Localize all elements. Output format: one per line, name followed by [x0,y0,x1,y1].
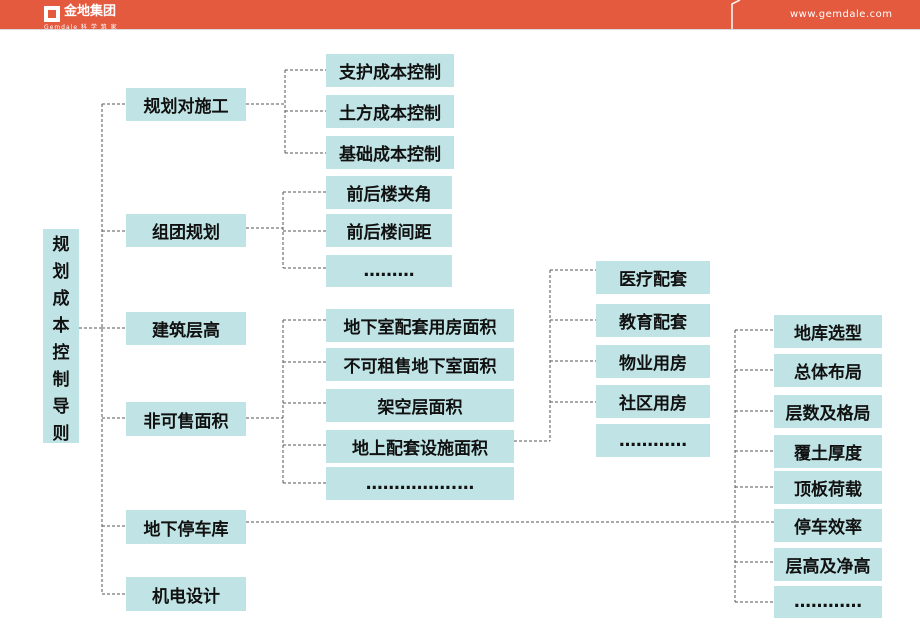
node-building-spacing: 前后楼间距 [326,214,452,247]
node-support-cost: 支护成本控制 [326,54,454,87]
root-char: 导 [52,397,70,417]
header-bar: 金地集团 Gemdale 科 学 筑 家 www.gemdale.com [0,0,920,31]
node-floors-layout: 层数及格局 [774,395,882,428]
node-education-facility: 教育配套 [596,304,710,337]
header-background [0,0,920,30]
root-char: 制 [52,370,70,390]
node-building-angle: 前后楼夹角 [326,176,452,209]
node-parking-efficiency: 停车效率 [774,509,882,542]
root-char: 划 [52,262,70,282]
node-parking-more: ………… [774,586,882,618]
node-earthwork-cost: 土方成本控制 [326,95,454,128]
logo-name: 金地集团 [64,4,117,19]
node-mep-design: 机电设计 [126,577,246,611]
node-unsellable-basement-area: 不可租售地下室面积 [326,348,514,381]
node-floor-height: 建筑层高 [126,312,246,345]
root-char: 控 [52,343,70,363]
logo-subtitle: Gemdale 科 学 筑 家 [44,24,118,31]
node-medical-facility: 医疗配套 [596,261,710,294]
node-cluster-planning: 组团规划 [126,214,246,247]
node-underground-garage: 地下停车库 [126,510,246,544]
node-general-layout: 总体布局 [774,354,882,387]
node-foundation-cost: 基础成本控制 [326,136,454,169]
website-url: www.gemdale.com [790,9,893,20]
node-soil-thickness: 覆土厚度 [774,435,882,468]
node-floor-clear-height: 层高及净高 [774,548,882,581]
node-above-ground-facility-area: 地上配套设施面积 [326,430,514,463]
node-nonsale-more: …………….… [326,467,514,500]
node-cluster-more: ……… [326,255,452,287]
node-nonsale-area: 非可售面积 [126,402,246,436]
logo-icon [44,6,60,22]
node-roof-load: 顶板荷载 [774,471,882,504]
root-node: 规 划 成 本 控 制 导 则 [43,229,79,444]
root-char: 成 [52,289,70,309]
company-logo: 金地集团 Gemdale 科 学 筑 家 [44,4,117,31]
root-char: 本 [52,316,70,336]
node-stilt-floor-area: 架空层面积 [326,389,514,422]
node-community-office: 社区用房 [596,385,710,418]
node-construction: 规划对施工 [126,88,246,121]
node-garage-type: 地库选型 [774,315,882,348]
root-char: 规 [52,235,70,255]
node-facilities-more: ………… [596,424,710,457]
node-basement-facility-area: 地下室配套用房面积 [326,309,514,342]
root-char: 则 [52,424,70,444]
node-property-office: 物业用房 [596,345,710,378]
